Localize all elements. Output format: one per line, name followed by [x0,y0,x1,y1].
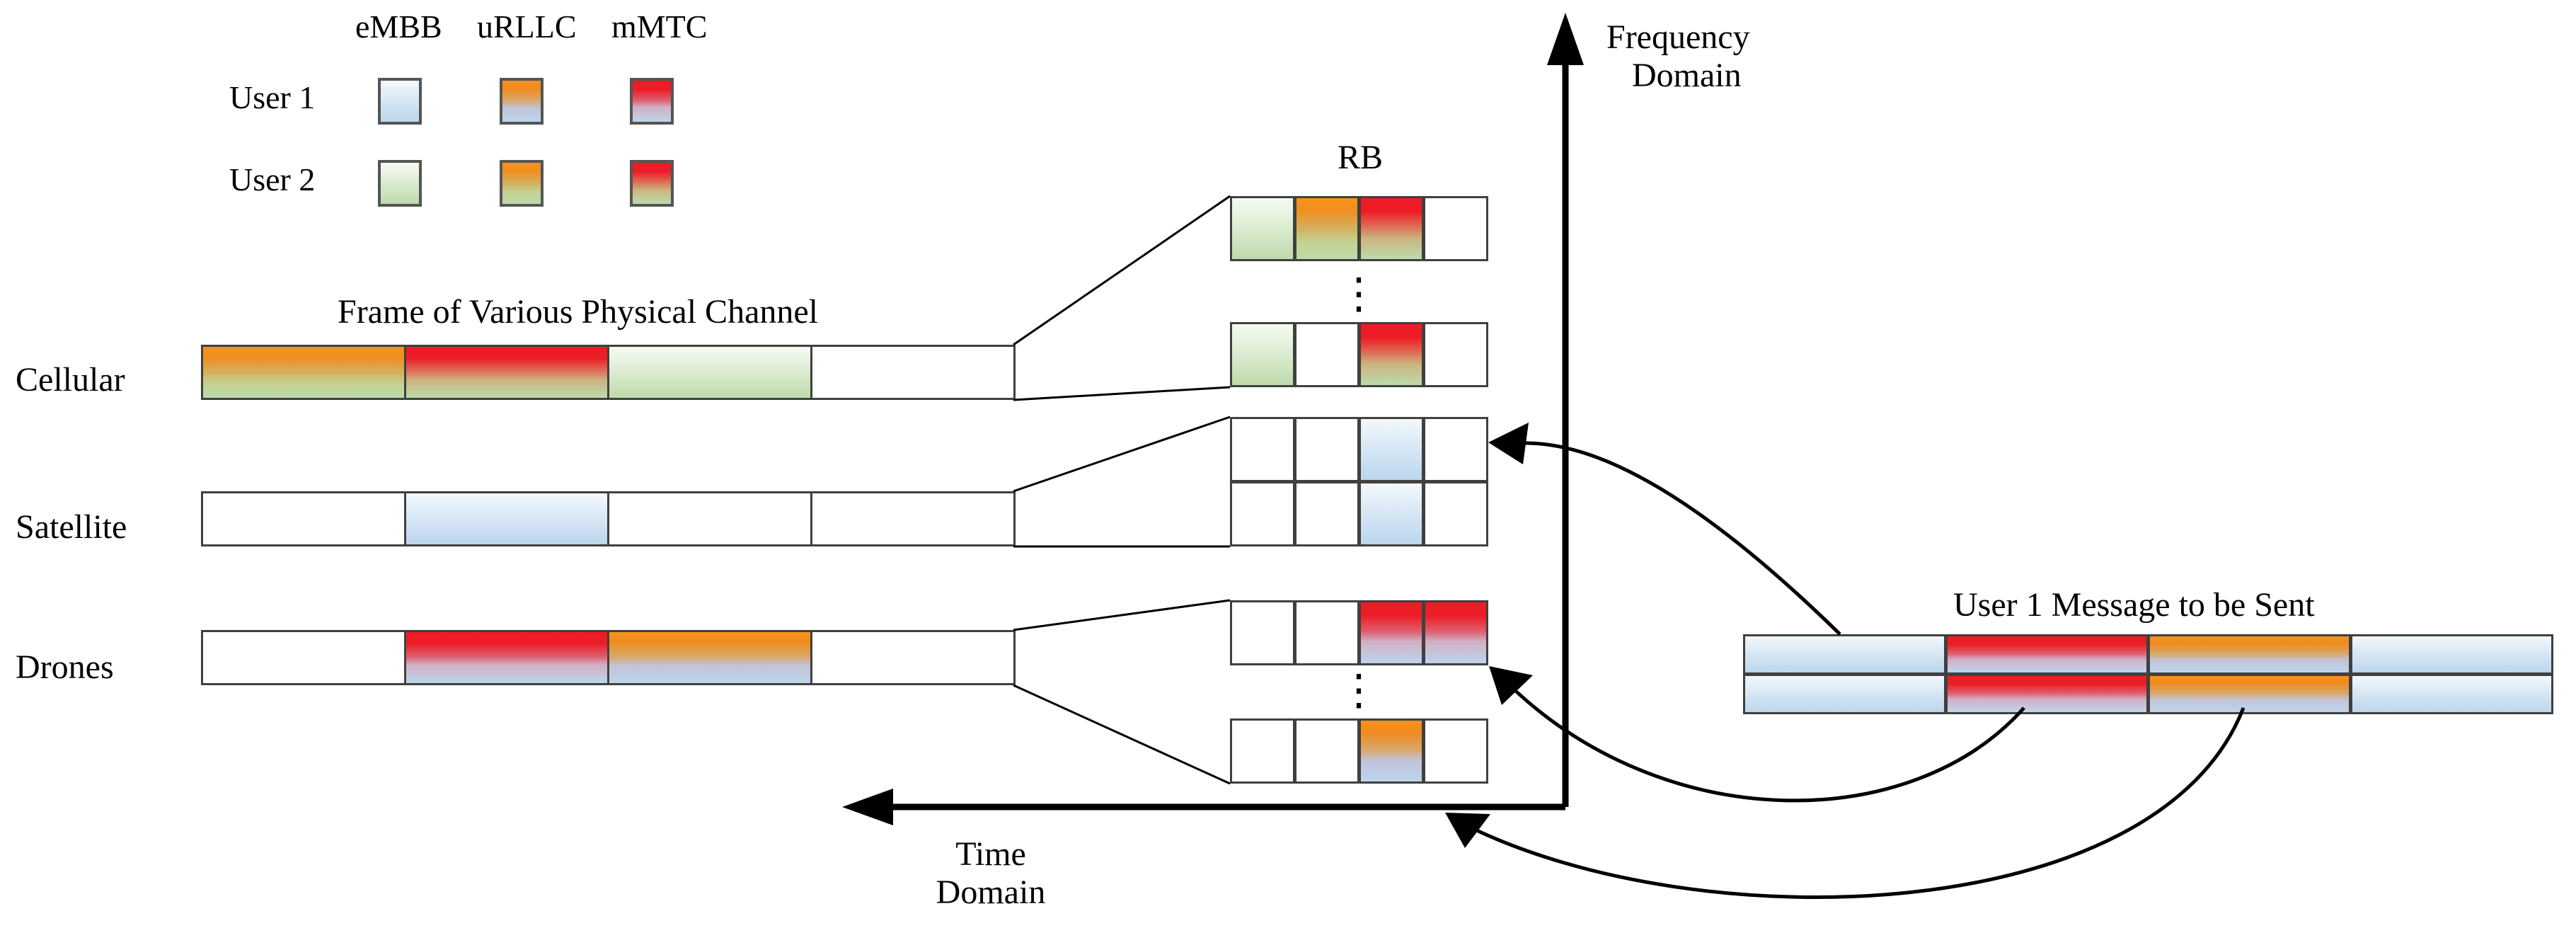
frame-cell[interactable] [404,345,609,400]
legend-swatch-user2-urllc [500,160,544,207]
frame-cell[interactable] [810,345,1016,400]
frequency-axis-label: Frequency Domain [1606,18,1750,95]
rb-cell[interactable] [1294,481,1359,546]
rb-cell[interactable] [1294,196,1359,261]
satellite-expander-lines [1013,416,1231,548]
rb-cell[interactable] [1230,600,1295,665]
rb-cell[interactable] [1359,196,1424,261]
rb-cell[interactable] [1359,481,1424,546]
legend-swatch-user1-urllc [500,78,544,125]
frame-cell[interactable] [607,345,812,400]
time-axis [842,789,1565,825]
frame-cell[interactable] [404,491,609,546]
frame-cell[interactable] [810,491,1016,546]
legend-swatch-user1-embb [378,78,422,125]
frame-cell[interactable] [607,491,812,546]
drones-expander-lines [1013,599,1231,785]
frame-cell[interactable] [201,630,406,685]
rb-cell[interactable] [1230,417,1295,482]
rb-cell[interactable] [1230,481,1295,546]
frame-cell[interactable] [404,630,609,685]
left-arrow-icon [842,789,893,825]
message-cell[interactable] [2148,634,2351,675]
frame-cell[interactable] [201,345,406,400]
message-cell[interactable] [1743,634,1946,675]
frequency-axis-label-line2: Domain [1632,56,1742,94]
message-cell[interactable] [1945,634,2149,675]
legend-swatch-user2-embb [378,160,422,207]
network-row-label-cellular: Cellular [16,361,125,399]
rb-cell[interactable] [1230,196,1295,261]
rb-title: RB [1338,139,1384,176]
frame-cell[interactable] [810,630,1016,685]
frame-title: Frame of Various Physical Channel [338,293,819,331]
network-row-label-drones: Drones [16,648,114,686]
up-arrow-icon [1547,13,1584,65]
rb-ellipsis-cellular: ⋮ [1338,270,1380,317]
network-row-label-satellite: Satellite [16,508,127,546]
rb-cell[interactable] [1230,322,1295,387]
rb-cell[interactable] [1359,322,1424,387]
rb-cell[interactable] [1423,196,1488,261]
time-axis-label: Time Domain [913,835,1069,912]
rb-cell[interactable] [1423,481,1488,546]
rb-ellipsis-drones: ⋮ [1338,667,1380,714]
rb-cell[interactable] [1423,417,1488,482]
rb-cell[interactable] [1423,322,1488,387]
rb-cell[interactable] [1423,600,1488,665]
message-cell[interactable] [1743,674,1946,714]
message-cell[interactable] [2148,674,2351,714]
rb-cell[interactable] [1294,417,1359,482]
frame-cell[interactable] [607,630,812,685]
time-axis-label-line1: Time [955,835,1026,873]
message-cell[interactable] [2350,634,2553,675]
legend-header-mmtc: mMTC [611,8,708,45]
rb-cell[interactable] [1359,417,1424,482]
rb-cell[interactable] [1294,718,1359,784]
legend-header-urllc: uRLLC [477,8,577,45]
rb-cell[interactable] [1230,718,1295,784]
rb-cell[interactable] [1294,600,1359,665]
mapping-arrow-urllc [1445,707,2246,899]
rb-cell[interactable] [1294,322,1359,387]
mapping-arrow-embb [1488,423,1841,636]
legend-swatch-user1-mmtc [630,78,674,125]
legend-row-label-user2: User 2 [229,161,316,197]
cellular-expander-lines [1013,195,1231,401]
rb-cell[interactable] [1359,718,1424,784]
rb-cell[interactable] [1423,718,1488,784]
time-axis-label-line2: Domain [936,873,1046,911]
frequency-axis-label-line1: Frequency [1606,18,1750,56]
legend-header-embb: eMBB [355,8,442,45]
frequency-axis [1547,13,1584,807]
legend-swatch-user2-mmtc [630,160,674,207]
message-cell[interactable] [2350,674,2553,714]
message-cell[interactable] [1945,674,2149,714]
message-title: User 1 Message to be Sent [1953,586,2315,624]
frame-cell[interactable] [201,491,406,546]
legend-row-label-user1: User 1 [229,79,316,115]
rb-cell[interactable] [1359,600,1424,665]
